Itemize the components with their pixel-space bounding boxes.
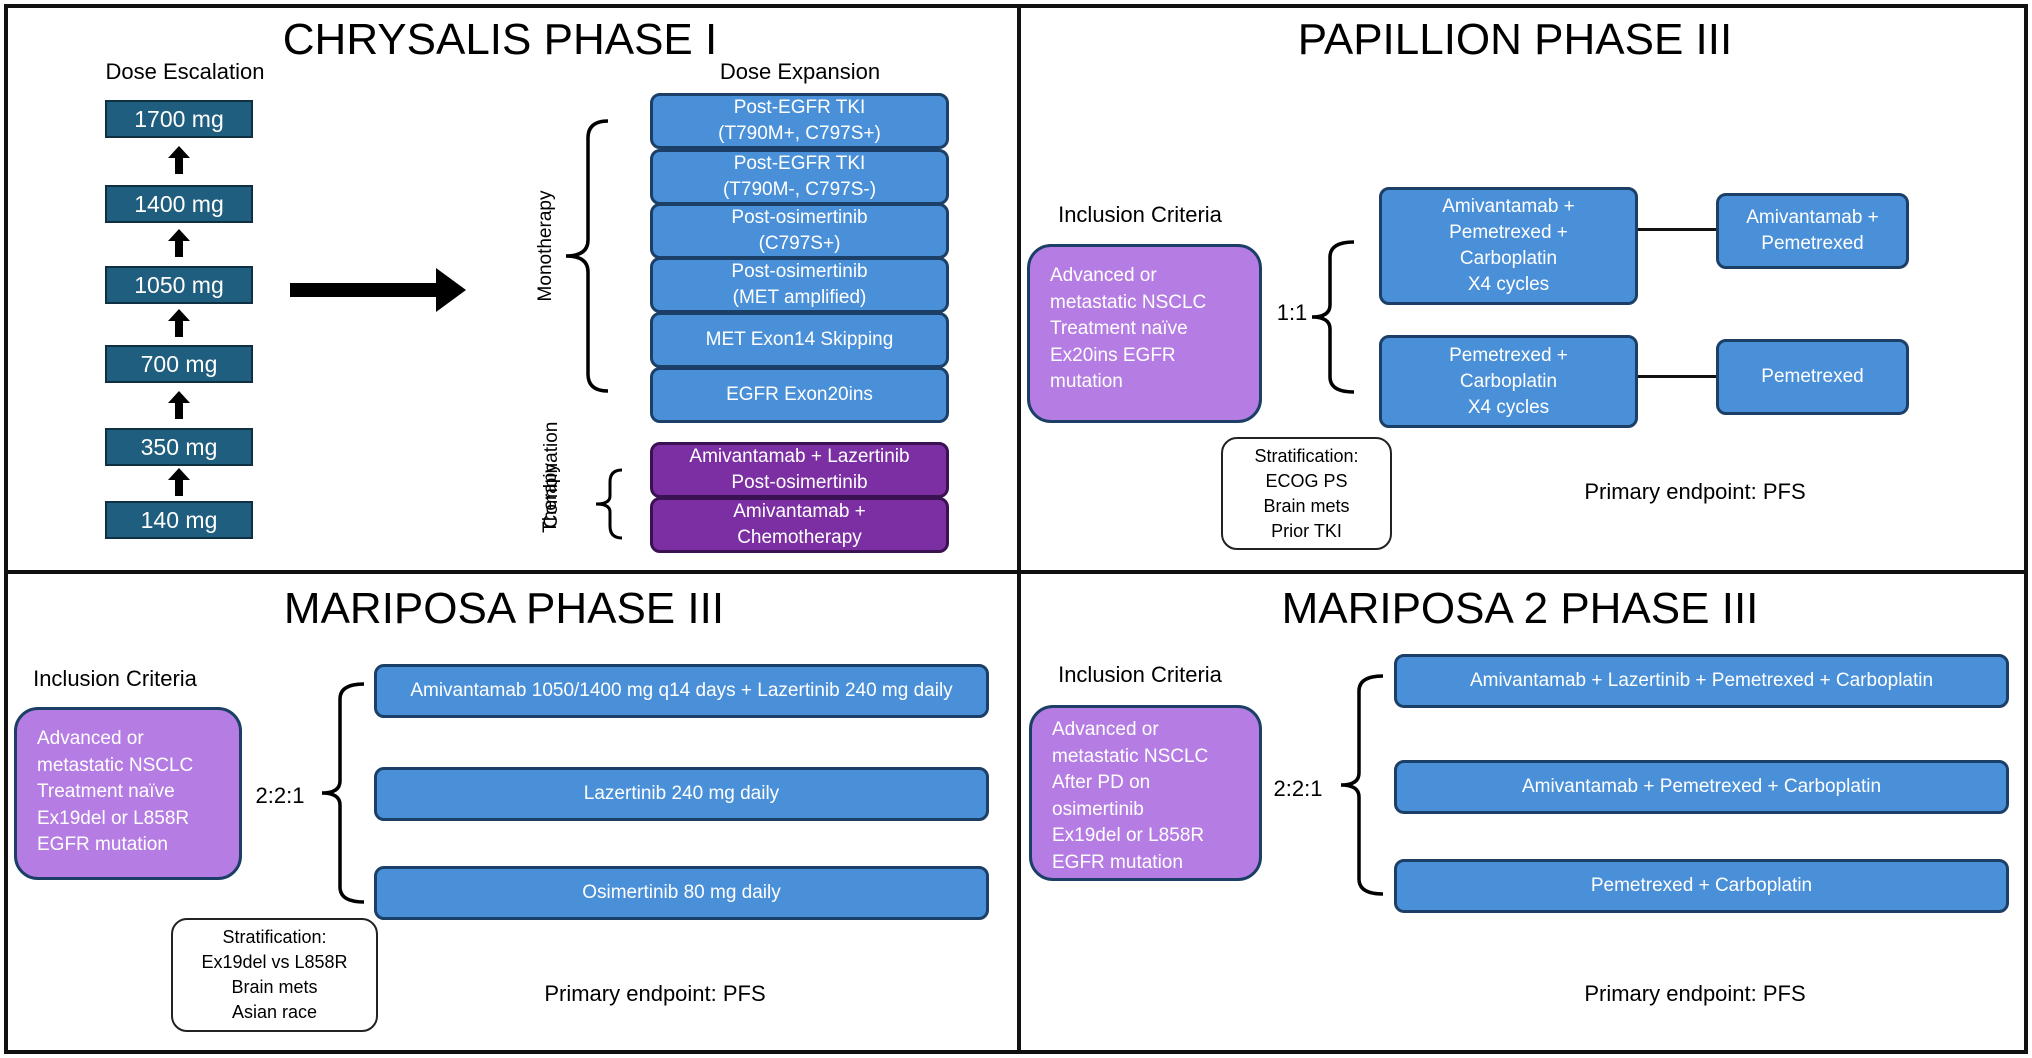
treatment-arm: Amivantamab 1050/1400 mg q14 days + Laze… bbox=[374, 664, 989, 718]
expansion-arm: EGFR Exon20ins bbox=[650, 367, 949, 423]
randomization-ratio: 1:1 bbox=[1276, 300, 1308, 325]
up-arrow-icon bbox=[168, 229, 190, 257]
treatment-arm: Lazertinib 240 mg daily bbox=[374, 767, 989, 821]
dose-expansion-label: Dose Expansion bbox=[719, 59, 881, 84]
up-arrow-icon bbox=[168, 146, 190, 174]
randomization-brace bbox=[1311, 240, 1355, 394]
maintenance-arm: Pemetrexed bbox=[1716, 339, 1909, 415]
dose-step: 1700 mg bbox=[105, 100, 253, 138]
dose-step: 1050 mg bbox=[105, 266, 253, 304]
panel-mariposa2 bbox=[1017, 570, 2028, 1054]
up-arrow-icon bbox=[168, 468, 190, 496]
dose-step: 1400 mg bbox=[105, 185, 253, 223]
expansion-arm: Post-osimertinib(C797S+) bbox=[650, 203, 949, 259]
combination-arm: Amivantamab +Chemotherapy bbox=[650, 497, 949, 553]
treatment-arm: Osimertinib 80 mg daily bbox=[374, 866, 989, 920]
primary-endpoint: Primary endpoint: PFS bbox=[1584, 479, 1806, 504]
papillion-title: PAPILLION PHASE III bbox=[1297, 15, 1733, 64]
expansion-arm: Post-osimertinib(MET amplified) bbox=[650, 257, 949, 313]
connector-line bbox=[1638, 375, 1718, 378]
right-arrow-icon bbox=[290, 268, 466, 312]
expansion-arm: Post-EGFR TKI(T790M+, C797S+) bbox=[650, 93, 949, 149]
maintenance-arm: Amivantamab +Pemetrexed bbox=[1716, 193, 1909, 269]
inclusion-criteria-label: Inclusion Criteria bbox=[1058, 202, 1222, 227]
randomization-brace bbox=[321, 682, 365, 904]
treatment-arm: Amivantamab + Lazertinib + Pemetrexed + … bbox=[1394, 654, 2009, 708]
dose-step: 140 mg bbox=[105, 501, 253, 539]
treatment-arm: Amivantamab + Pemetrexed + Carboplatin bbox=[1394, 760, 2009, 814]
mariposa-title: MARIPOSA PHASE III bbox=[283, 584, 725, 633]
expansion-arm: MET Exon14 Skipping bbox=[650, 312, 949, 368]
combination-brace bbox=[595, 468, 623, 540]
up-arrow-icon bbox=[168, 391, 190, 419]
randomization-brace bbox=[1340, 674, 1384, 896]
monotherapy-brace bbox=[565, 119, 609, 393]
up-arrow-icon bbox=[168, 309, 190, 337]
connector-line bbox=[1638, 228, 1718, 231]
inclusion-criteria-label: Inclusion Criteria bbox=[1058, 662, 1222, 687]
monotherapy-label: Monotherapy bbox=[535, 190, 556, 302]
inclusion-criteria-label: Inclusion Criteria bbox=[33, 666, 197, 691]
combination-label-line2: Therapy bbox=[540, 463, 561, 533]
primary-endpoint: Primary endpoint: PFS bbox=[1584, 981, 1806, 1006]
dose-step: 700 mg bbox=[105, 345, 253, 383]
inclusion-criteria-box: Advanced or metastatic NSCLC After PD on… bbox=[1029, 705, 1262, 881]
mariposa2-title: MARIPOSA 2 PHASE III bbox=[1281, 584, 1759, 633]
randomization-ratio: 2:2:1 bbox=[1273, 776, 1323, 801]
primary-endpoint: Primary endpoint: PFS bbox=[544, 981, 766, 1006]
dose-step: 350 mg bbox=[105, 428, 253, 466]
treatment-arm: Pemetrexed + Carboplatin bbox=[1394, 859, 2009, 913]
inclusion-criteria-box: Advanced or metastatic NSCLC Treatment n… bbox=[1027, 244, 1262, 423]
inclusion-criteria-box: Advanced or metastatic NSCLC Treatment n… bbox=[14, 707, 242, 880]
randomization-ratio: 2:2:1 bbox=[255, 783, 305, 808]
chrysalis-title: CHRYSALIS PHASE I bbox=[282, 15, 718, 64]
dose-escalation-label: Dose Escalation bbox=[105, 59, 265, 84]
expansion-arm: Post-EGFR TKI(T790M-, C797S-) bbox=[650, 149, 949, 205]
